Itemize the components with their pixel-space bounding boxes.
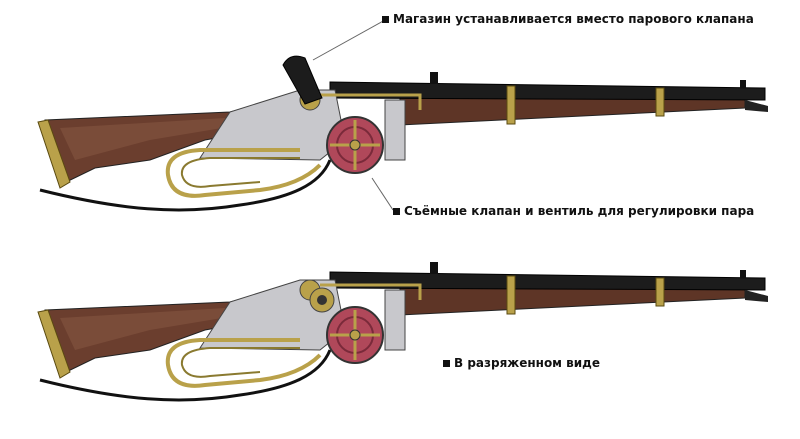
unloaded-annotation: В разряженном виде [443, 356, 600, 370]
magazine [282, 55, 323, 105]
bullet-icon [382, 15, 389, 23]
valve-leader-line [371, 177, 394, 211]
bullet-icon [393, 207, 400, 215]
rifle-unloaded [36, 260, 770, 402]
magazine-leader-line [312, 19, 386, 61]
annotation-text: Магазин устанавливается вместо парового … [393, 12, 754, 26]
bullet-icon [443, 359, 450, 367]
annotation-text: Съёмные клапан и вентиль для регулировки… [404, 204, 755, 218]
valve-annotation: Съёмные клапан и вентиль для регулировки… [393, 204, 754, 218]
rifle-loaded [36, 19, 770, 212]
magazine-annotation: Магазин устанавливается вместо парового … [382, 12, 754, 26]
annotation-text: В разряженном виде [454, 356, 601, 370]
